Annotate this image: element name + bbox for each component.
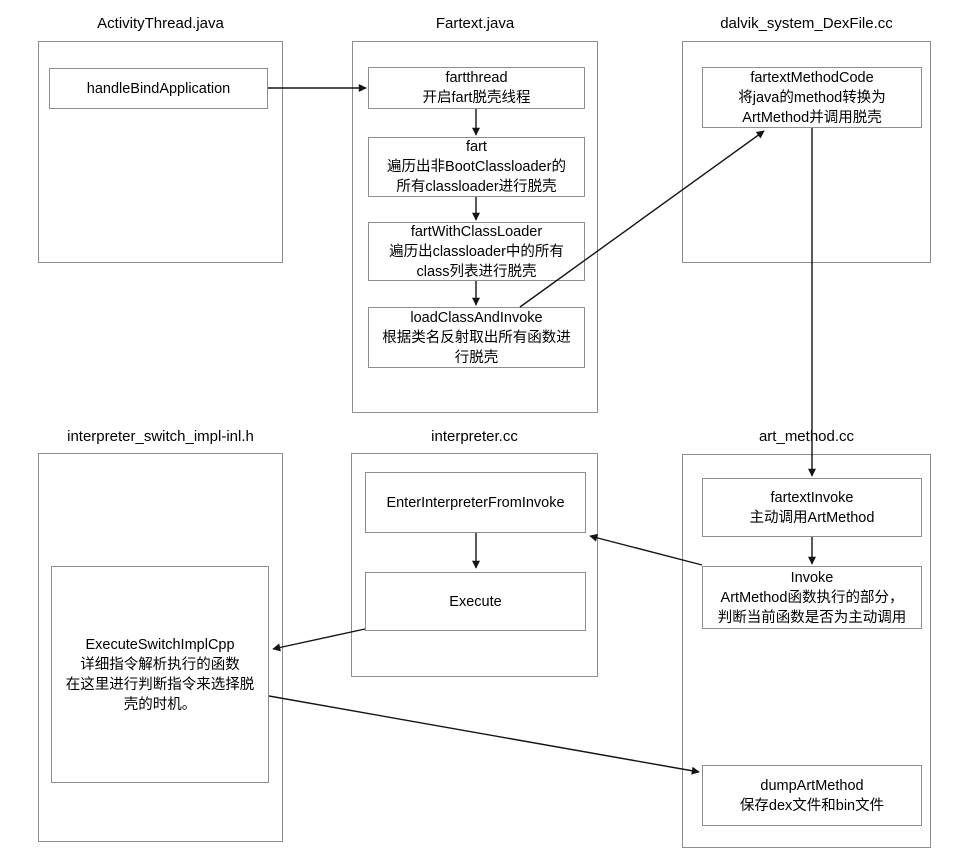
node-execute: Execute [365,572,586,631]
group-title-interpreter-switch-impl-inl-h: interpreter_switch_impl-inl.h [67,428,254,445]
node-fartextmethodcode: fartextMethodCode 将java的method转换为 ArtMet… [702,67,922,128]
node-fartthread: fartthread 开启fart脱壳线程 [368,67,585,109]
container-art-method-cc [682,454,931,848]
node-dumpartmethod: dumpArtMethod 保存dex文件和bin文件 [702,765,922,826]
node-enterinterpreterfrominvoke: EnterInterpreterFromInvoke [365,472,586,533]
group-title-interpreter-cc: interpreter.cc [431,428,518,445]
node-loadclassandinvoke: loadClassAndInvoke 根据类名反射取出所有函数进 行脱壳 [368,307,585,368]
node-invoke: Invoke ArtMethod函数执行的部分， 判断当前函数是否为主动调用 [702,566,922,629]
node-fartwithclassloader: fartWithClassLoader 遍历出classloader中的所有 c… [368,222,585,281]
container-activitythread-java [38,41,283,263]
node-executeswitchimplcpp: ExecuteSwitchImplCpp 详细指令解析执行的函数 在这里进行判断… [51,566,269,783]
node-fartextinvoke: fartextInvoke 主动调用ArtMethod [702,478,922,537]
group-title-fartext-java: Fartext.java [435,15,515,32]
node-handlebindapplication: handleBindApplication [49,68,268,109]
group-title-art-method-cc: art_method.cc [758,428,855,445]
node-fart: fart 遍历出非BootClassloader的 所有classloader进… [368,137,585,197]
group-title-activitythread-java: ActivityThread.java [97,15,224,32]
edge-executeswitchimplcpp-to-dumpartmethod [268,695,700,775]
group-title-dalvik-system-dexfile-cc: dalvik_system_DexFile.cc [720,15,893,32]
